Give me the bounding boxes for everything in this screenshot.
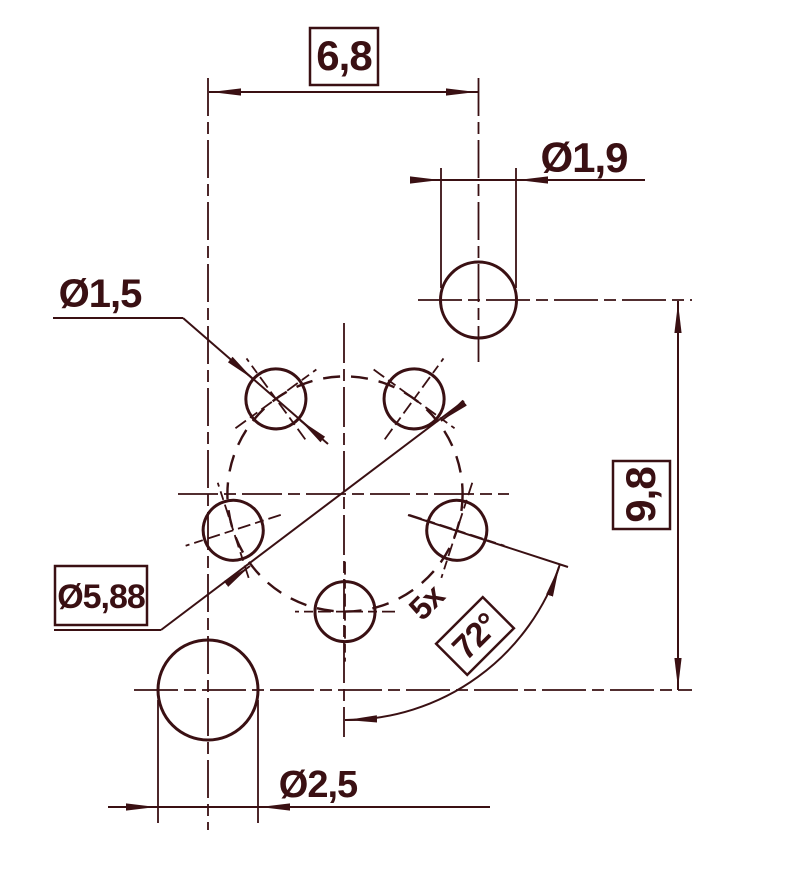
width-dim-label: 6,8 bbox=[316, 32, 372, 79]
dimension-bolt-circle: Ø5,88 bbox=[53, 399, 467, 631]
angle-dim-box bbox=[434, 595, 516, 677]
width-dim-box bbox=[308, 26, 380, 87]
angle-radial-line bbox=[407, 514, 569, 568]
angle-arc bbox=[344, 563, 561, 721]
dimension-width: 6,8 bbox=[209, 26, 478, 96]
bolt-circle-dim-box bbox=[53, 564, 149, 627]
pattern-hole-top-right bbox=[373, 357, 456, 440]
top-right-hole bbox=[439, 260, 518, 340]
pattern-hole-left bbox=[185, 482, 282, 579]
dimension-large-hole: Ø2,5 bbox=[108, 700, 490, 823]
large-hole-dia-label: Ø2,5 bbox=[279, 764, 358, 806]
leader-pattern-hole: Ø1,5 bbox=[53, 272, 329, 445]
top-hole-dia-label: Ø1,9 bbox=[540, 134, 627, 181]
pattern-hole-bottom bbox=[295, 561, 395, 662]
bottom-left-hole bbox=[156, 638, 260, 742]
height-dim-label: 9,8 bbox=[617, 467, 664, 523]
centerlines bbox=[134, 78, 692, 830]
pattern-hole-dia-label: Ø1,5 bbox=[59, 272, 142, 316]
dimension-height: 9,8 bbox=[611, 301, 682, 690]
dimension-top-hole: Ø1,9 bbox=[410, 134, 645, 288]
bolt-circle-dia-label: Ø5,88 bbox=[57, 578, 145, 616]
pattern-count-label: 5x bbox=[402, 577, 452, 627]
height-dim-box bbox=[611, 459, 672, 531]
